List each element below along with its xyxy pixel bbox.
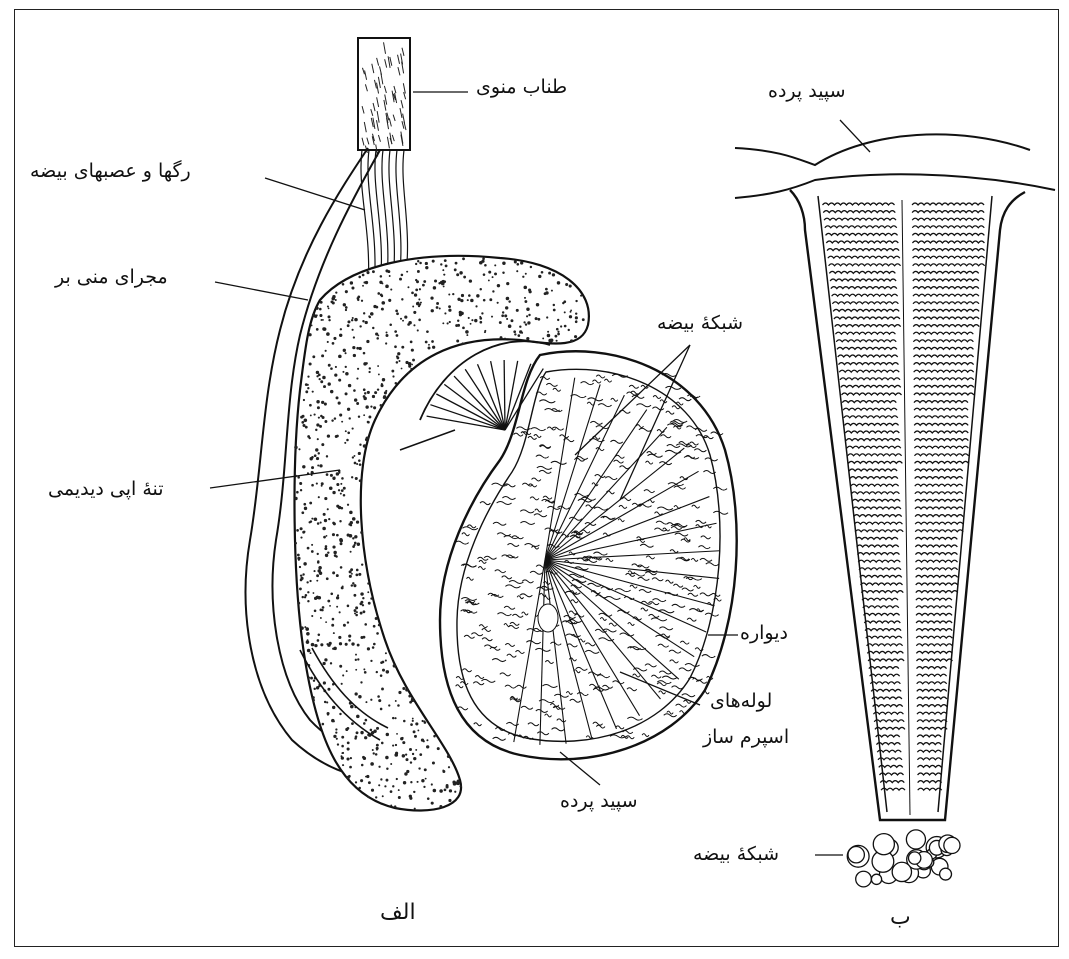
label-vessels-nerves: رگها و عصبهای بیضه — [30, 160, 191, 183]
label-septum: دیواره — [740, 622, 788, 645]
panel-a-letter: الف — [380, 900, 416, 926]
label-rete-testis-b: شبکهٔ بیضه — [693, 843, 779, 866]
lobule-funnel — [790, 190, 1025, 820]
label-rete-testis-a: شبکهٔ بیضه — [657, 312, 743, 335]
label-tunica-a: سپید پرده — [560, 790, 638, 813]
label-vas-deferens: مجرای منی بر — [55, 266, 168, 289]
spermatic-cord-shape — [358, 38, 410, 156]
panel-b-drawing — [735, 134, 1055, 886]
rete-testis-cluster — [847, 830, 960, 887]
label-spermatic-cord: طناب منوی — [476, 76, 567, 99]
label-epididymis-body: تنهٔ اپی دیدیمی — [48, 478, 164, 501]
label-tunica-b: سپید پرده — [768, 80, 846, 103]
panel-a-drawing — [246, 38, 737, 811]
panel-b-letter: ب — [890, 905, 911, 931]
tunica-arc — [735, 134, 1030, 165]
label-tubules-line2: اسپرم ساز — [703, 726, 789, 749]
testis-capsule — [440, 351, 737, 759]
label-tubules-line1: لوله‌های — [710, 690, 772, 713]
